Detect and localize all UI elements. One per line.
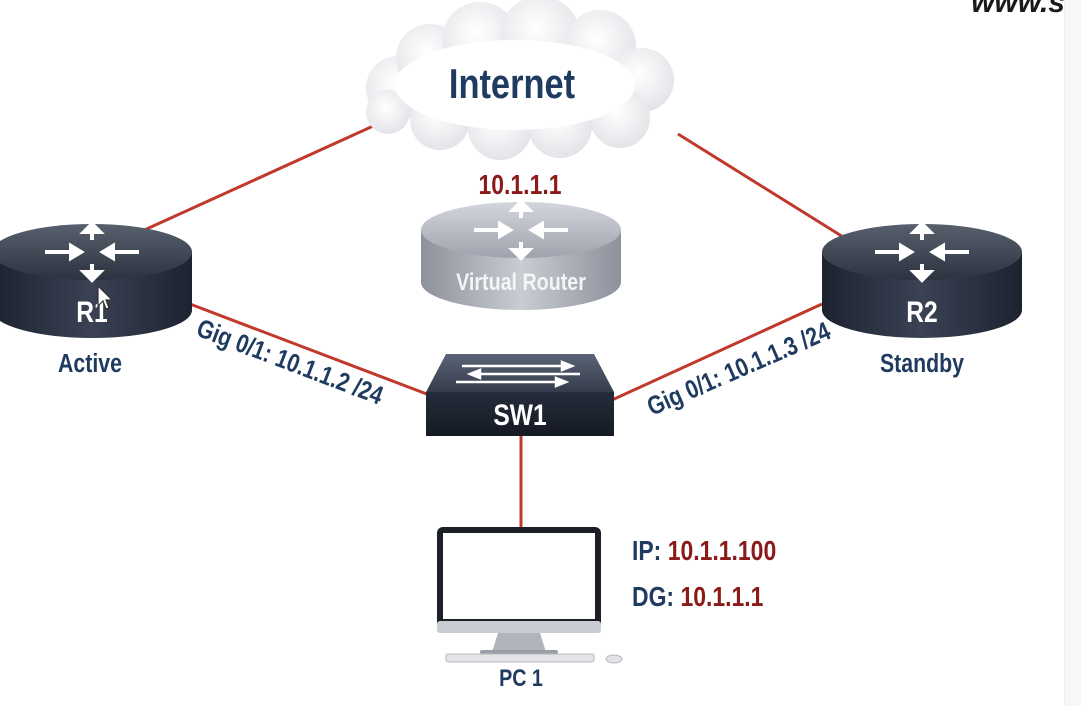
- virtual-router-label: Virtual Router: [456, 268, 586, 295]
- r2-interface-text: Gig 0/1: 10.1.1.3 /24: [643, 316, 836, 422]
- router-arrows-icon: [474, 199, 568, 261]
- network-links: [139, 120, 849, 528]
- link-r1-internet: [139, 120, 383, 234]
- r2-role-label: Standby: [880, 349, 965, 379]
- router-r2-icon[interactable]: [822, 221, 1022, 338]
- pc1-ip-line: IP: 10.1.1.100: [632, 536, 776, 567]
- r1-interface-label: Gig 0/1: 10.1.1.2 /24: [193, 314, 388, 412]
- virtual-router-ip: 10.1.1.1: [479, 170, 562, 201]
- pc1-name: PC 1: [499, 664, 543, 691]
- switch-name: SW1: [493, 398, 546, 432]
- pc1-dg-line: DG: 10.1.1.1: [632, 582, 763, 613]
- pc1-ip-label: IP:: [632, 536, 661, 567]
- watermark-text: www.s: [971, 0, 1065, 19]
- pc1-monitor-icon[interactable]: [437, 527, 601, 654]
- keyboard-icon: [445, 653, 595, 663]
- internet-label: Internet: [449, 61, 575, 108]
- pc1-dg-label: DG:: [632, 582, 674, 613]
- scrollbar-track[interactable]: [1064, 0, 1081, 706]
- mouse-icon: [605, 654, 623, 664]
- link-r1-sw1: [189, 302, 433, 398]
- switch-sw1-icon[interactable]: [426, 354, 614, 436]
- pc1-dg-value: 10.1.1.1: [680, 582, 763, 613]
- link-r2-sw1: [611, 302, 823, 402]
- r2-name: R2: [906, 295, 937, 329]
- pc1-ip-value: 10.1.1.100: [668, 536, 776, 567]
- router-arrows-icon: [875, 221, 969, 283]
- r1-interface-text: Gig 0/1: 10.1.1.2 /24: [193, 314, 388, 412]
- router-r1-icon[interactable]: [0, 221, 192, 338]
- r1-role-label: Active: [58, 349, 122, 379]
- internet-cloud-icon: [366, 0, 674, 160]
- virtual-router-icon: [421, 199, 621, 310]
- link-r2-internet: [677, 132, 849, 242]
- switch-arrows-icon: [456, 360, 580, 388]
- router-arrows-icon: [45, 221, 139, 283]
- mouse-cursor-icon: [97, 284, 114, 310]
- r2-interface-label: Gig 0/1: 10.1.1.3 /24: [643, 316, 836, 422]
